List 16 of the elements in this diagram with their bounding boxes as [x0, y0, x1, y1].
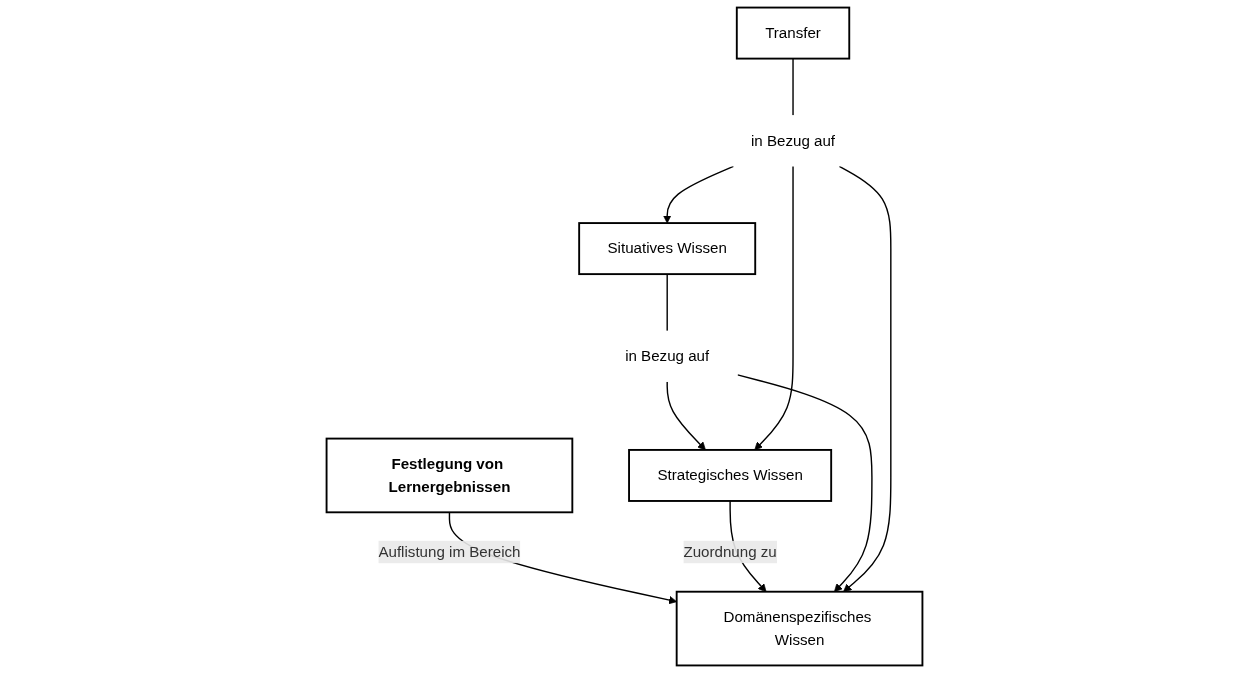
edge-label: Auflistung im Bereich [378, 543, 521, 560]
node-box: Situatives Wissen [578, 222, 757, 276]
arrow [736, 374, 873, 593]
arrow [666, 381, 706, 451]
connector [666, 273, 668, 332]
arrow [754, 165, 794, 451]
node-box: Festlegung von Lernergebnissen [325, 437, 574, 514]
node-box: Domänenspezifisches Wissen [675, 590, 924, 667]
node-text: in Bezug auf [625, 347, 710, 364]
node-box: Strategisches Wissen [628, 449, 833, 502]
arrow [838, 165, 892, 593]
node-box: Transfer [735, 6, 851, 60]
connector [792, 57, 794, 117]
edge-label: Zuordnung zu [683, 543, 777, 560]
node-text: in Bezug auf [750, 132, 836, 149]
arrow [663, 165, 735, 224]
